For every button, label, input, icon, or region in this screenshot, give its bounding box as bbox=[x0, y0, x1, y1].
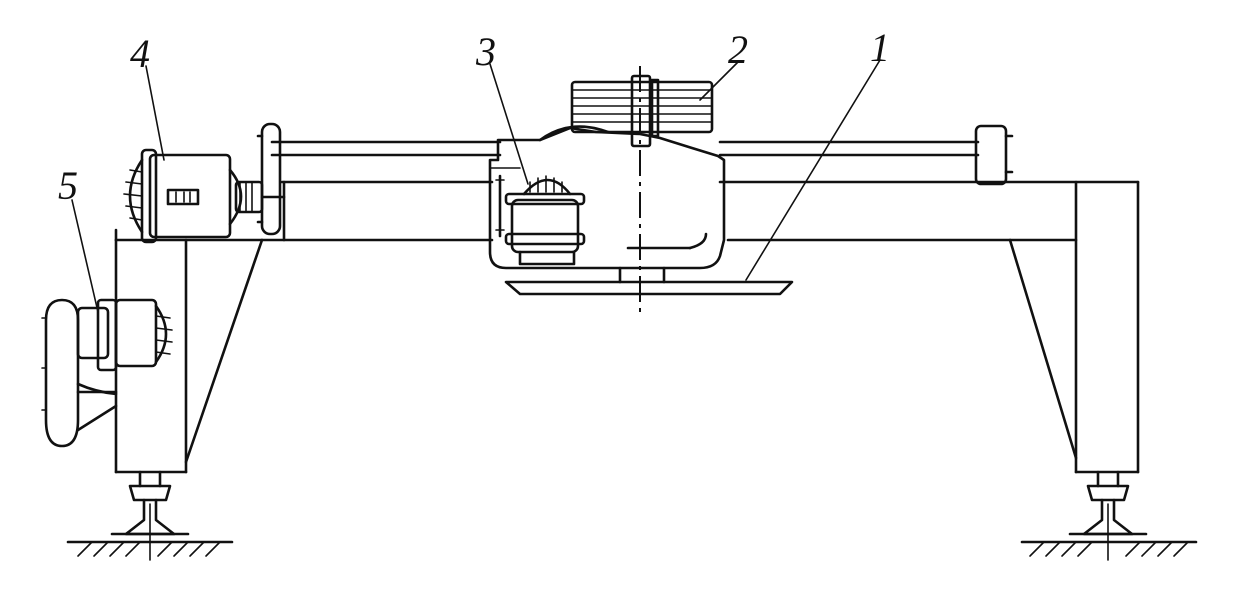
lifting-beam-1 bbox=[504, 280, 794, 296]
drive-shaft bbox=[256, 122, 1014, 236]
callout-5: 5 bbox=[58, 163, 78, 208]
ground-right bbox=[1020, 540, 1198, 557]
motor-4 bbox=[123, 148, 286, 244]
callout-2: 2 bbox=[728, 27, 748, 72]
motor-5 bbox=[41, 298, 173, 448]
main-beam bbox=[114, 180, 1140, 242]
wheel-left bbox=[110, 470, 190, 561]
wheel-right bbox=[1068, 470, 1148, 561]
motor-3 bbox=[504, 175, 586, 266]
leader-lines bbox=[71, 59, 881, 313]
callout-3: 3 bbox=[476, 29, 496, 74]
callout-4: 4 bbox=[130, 31, 150, 76]
callout-1: 1 bbox=[870, 25, 890, 70]
drum-assembly-2 bbox=[570, 74, 714, 148]
right-leg bbox=[1008, 180, 1140, 474]
left-leg bbox=[114, 238, 264, 474]
